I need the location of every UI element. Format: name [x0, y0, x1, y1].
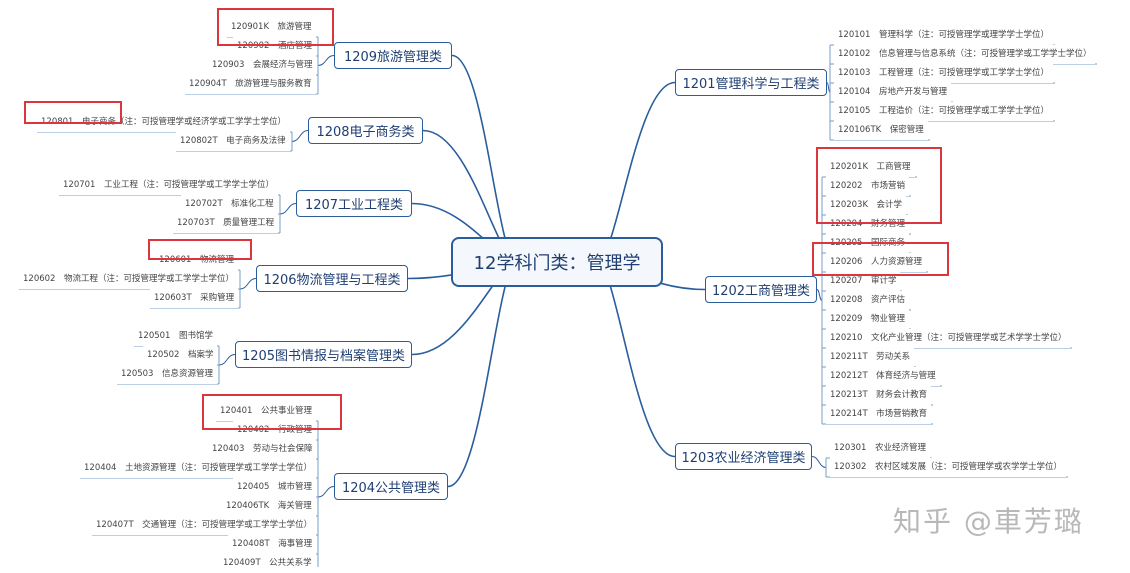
leaf-item[interactable]: 120404 土地资源管理（注：可授管理学或工学学士学位）	[80, 459, 316, 478]
leaf-item[interactable]: 120408T 海事管理	[228, 535, 317, 554]
leaf-item[interactable]: 120104 房地产开发与管理	[834, 83, 951, 102]
central-topic[interactable]: 12学科门类：管理学	[451, 237, 663, 287]
highlight-box	[202, 394, 342, 430]
branch-label: 1202工商管理类	[711, 284, 811, 299]
leaf-item[interactable]: 120204 财务管理	[826, 215, 909, 234]
branch-label: 1209旅游管理类	[343, 50, 443, 65]
leaf-item[interactable]: 120208 资产评估	[826, 291, 909, 310]
stem-connector	[218, 354, 236, 366]
leaf-item[interactable]: 120213T 财务会计教育	[826, 386, 932, 405]
branch-label: 1204公共管理类	[341, 481, 441, 496]
stem-connector	[811, 456, 827, 468]
watermark: 知乎 @車芳璐	[893, 505, 1084, 538]
stem-connector	[239, 278, 257, 290]
branch-label: 1207工业工程类	[304, 198, 404, 213]
leaf-item[interactable]: 120214T 市场营销教育	[826, 405, 932, 424]
highlight-box	[148, 239, 252, 260]
stem-connector	[816, 289, 823, 301]
central-topic-label: 12学科门类：管理学	[473, 253, 641, 274]
branch-1207[interactable]: 1207工业工程类	[296, 190, 412, 217]
leaf-item[interactable]: 120405 城市管理	[233, 478, 316, 497]
leaf-item[interactable]: 120203K 会计学	[826, 196, 907, 215]
leaf-item[interactable]: 120802T 电子商务及法律	[176, 132, 290, 151]
leaf-item[interactable]: 120503 信息资源管理	[117, 365, 217, 384]
leaf-item[interactable]: 120209 物业管理	[826, 310, 909, 329]
trunk-connector	[596, 261, 676, 458]
leaf-item[interactable]: 120301 农业经济管理	[830, 439, 930, 458]
trunk-connector	[596, 81, 676, 263]
leaf-item[interactable]: 120302 农村区域发展（注：可授管理学或农学学士学位）	[830, 458, 1066, 477]
leaf-item[interactable]: 120801 电子商务（注：可授管理学或经济学或工学学士学位）	[37, 113, 290, 132]
leaf-item[interactable]: 120702T 标准化工程	[181, 195, 278, 214]
leaf-item[interactable]: 120210 文化产业管理（注：可授管理学或艺术学学士学位）	[826, 329, 1071, 348]
branch-label: 1206物流管理与工程类	[263, 273, 401, 288]
leaf-item[interactable]: 120206 人力资源管理	[826, 253, 926, 272]
highlight-box	[812, 242, 949, 276]
stem-connector	[291, 130, 309, 142]
trunk-connector	[451, 54, 518, 263]
leaf-item[interactable]: 120401 公共事业管理	[216, 402, 316, 421]
leaf-item[interactable]: 120901K 旅游管理	[227, 18, 316, 37]
leaf-item[interactable]: 120103 工程管理（注：可授管理学或工学学士学位）	[834, 64, 1053, 83]
leaf-item[interactable]: 120406TK 海关管理	[222, 497, 316, 516]
leaf-item[interactable]: 120904T 旅游管理与服务教育	[185, 75, 316, 94]
leaf-item[interactable]: 120105 工程造价（注：可授管理学或工学学士学位）	[834, 102, 1053, 121]
leaf-item[interactable]: 120409T 公共关系学	[219, 554, 316, 573]
branch-1202[interactable]: 1202工商管理类	[705, 276, 817, 303]
branch-label: 1208电子商务类	[316, 125, 415, 140]
leaf-item[interactable]: 120207 审计学	[826, 272, 901, 291]
stem-connector	[317, 486, 335, 498]
leaf-item[interactable]: 120601 物流管理	[155, 251, 238, 270]
leaf-item[interactable]: 120211T 劳动关系	[826, 348, 915, 367]
branch-1206[interactable]: 1206物流管理与工程类	[256, 265, 408, 292]
leaf-item[interactable]: 120501 图书馆学	[134, 327, 217, 346]
leaf-item[interactable]: 120202 市场营销	[826, 177, 909, 196]
leaf-item[interactable]: 120502 档案学	[143, 346, 218, 365]
leaf-item[interactable]: 120201K 工商管理	[826, 158, 915, 177]
leaf-item[interactable]: 120703T 质量管理工程	[173, 214, 279, 233]
leaf-item[interactable]: 120106TK 保密管理	[834, 121, 928, 140]
leaf-item[interactable]: 120212T 体育经济与管理	[826, 367, 940, 386]
leaf-item[interactable]: 120407T 交通管理（注：可授管理学或工学学士学位）	[92, 516, 317, 535]
branch-label: 1203农业经济管理类	[681, 451, 806, 466]
branch-label: 1201管理科学与工程类	[682, 77, 820, 92]
leaf-item[interactable]: 120903 会展经济与管理	[208, 56, 317, 75]
leaf-item[interactable]: 120902 酒店管理	[233, 37, 316, 56]
leaf-item[interactable]: 120701 工业工程（注：可授管理学或工学学士学位）	[59, 176, 278, 195]
branch-1203[interactable]: 1203农业经济管理类	[675, 443, 812, 470]
highlight-box	[816, 147, 942, 224]
leaf-item[interactable]: 120101 管理科学（注：可授管理学或理学学士学位）	[834, 26, 1053, 45]
trunk-connector	[447, 261, 518, 488]
leaf-item[interactable]: 120102 信息管理与信息系统（注：可授管理学或工学学士学位）	[834, 45, 1096, 64]
stem-connector	[279, 203, 297, 215]
branch-1204[interactable]: 1204公共管理类	[334, 473, 448, 500]
branch-label: 1205图书情报与档案管理类	[241, 349, 406, 364]
branch-1209[interactable]: 1209旅游管理类	[334, 42, 452, 69]
leaf-item[interactable]: 120402 行政管理	[233, 421, 316, 440]
leaf-item[interactable]: 120603T 采购管理	[150, 289, 239, 308]
leaf-item[interactable]: 120403 劳动与社会保障	[208, 440, 317, 459]
leaf-item[interactable]: 120602 物流工程（注：可授管理学或工学学士学位）	[19, 270, 238, 289]
branch-1205[interactable]: 1205图书情报与档案管理类	[235, 341, 412, 368]
branch-1208[interactable]: 1208电子商务类	[308, 117, 423, 144]
stem-connector	[317, 55, 335, 66]
branch-1201[interactable]: 1201管理科学与工程类	[675, 69, 827, 96]
highlight-box	[217, 8, 334, 46]
highlight-box	[24, 101, 122, 124]
